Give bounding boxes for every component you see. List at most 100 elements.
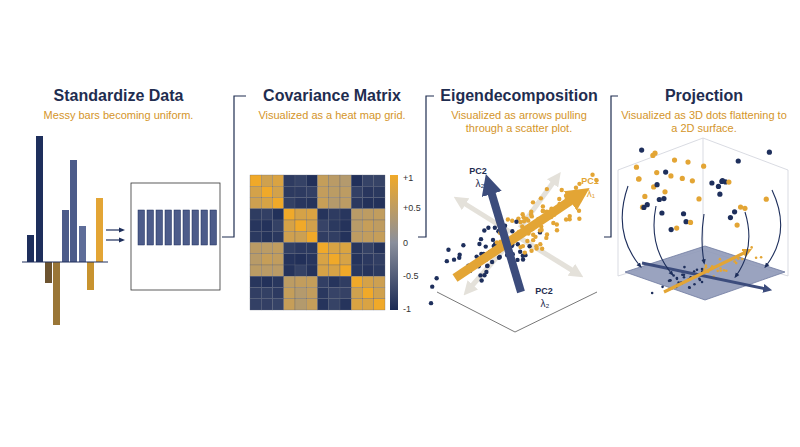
heat-cell <box>374 243 385 254</box>
point-dot <box>663 170 668 175</box>
scatter-dot <box>529 248 533 252</box>
heat-cell <box>273 198 284 209</box>
scale-tick: -1 <box>403 304 411 314</box>
point-dot <box>659 210 664 215</box>
heat-cell <box>363 220 374 231</box>
scatter-dot <box>544 236 548 240</box>
axis-box <box>618 138 788 276</box>
point-dot <box>709 180 714 185</box>
heat-cell <box>351 231 362 242</box>
plane-pc2-arrow <box>642 263 766 289</box>
heat-cell <box>340 220 351 231</box>
heat-cell <box>329 265 340 276</box>
scatter-dot <box>533 235 537 239</box>
axis-label: PC2 <box>535 286 553 296</box>
heat-cell <box>374 299 385 310</box>
scale-tick: -0.5 <box>403 271 419 281</box>
scatter-dot <box>493 226 497 230</box>
heat-cell <box>363 209 374 220</box>
heat-cell <box>318 220 329 231</box>
heat-cell <box>306 220 317 231</box>
point-dot <box>676 277 679 280</box>
bracket-connector <box>222 96 246 237</box>
point-dot <box>755 256 758 259</box>
heat-cell <box>363 265 374 276</box>
heat-cell <box>329 243 340 254</box>
scatter-dot <box>577 209 581 213</box>
color-bar <box>390 175 398 310</box>
heat-cell <box>250 231 261 242</box>
heat-cell <box>329 209 340 220</box>
point-dot <box>725 269 728 272</box>
point-dot <box>636 176 641 181</box>
scatter-dot <box>521 257 525 261</box>
point-dot <box>668 280 671 283</box>
scatter-dot <box>434 276 438 280</box>
pc2-arrow <box>490 188 521 292</box>
heat-cell <box>374 220 385 231</box>
point-dot <box>738 204 743 209</box>
heat-cell <box>351 186 362 197</box>
heat-cell <box>329 288 340 299</box>
heat-cell <box>318 299 329 310</box>
heat-cell <box>374 254 385 265</box>
point-dot <box>676 278 679 281</box>
scatter-dot <box>514 220 518 224</box>
heat-cell <box>351 198 362 209</box>
heat-cell <box>329 175 340 186</box>
scatter-dots <box>429 173 599 306</box>
scatter-dot <box>510 219 514 223</box>
heat-map-grid <box>250 175 385 310</box>
heat-cell <box>351 288 362 299</box>
heat-cell <box>306 254 317 265</box>
scatter-dot <box>555 222 559 226</box>
point-dot <box>716 184 721 189</box>
heat-cell <box>250 209 261 220</box>
scatter-dot <box>518 249 522 253</box>
heat-cell <box>340 209 351 220</box>
axis-label: PC1 <box>581 176 599 186</box>
heat-cell <box>250 186 261 197</box>
scatter-dot <box>479 237 483 241</box>
heat-cell <box>340 288 351 299</box>
heat-cell <box>306 198 317 209</box>
stage-title: Covariance Matrix <box>263 86 401 106</box>
heat-cell <box>318 231 329 242</box>
point-dot <box>642 194 647 199</box>
heat-cell <box>261 265 272 276</box>
point-dot <box>662 189 667 194</box>
axis-label: λ₂ <box>541 298 550 309</box>
heat-cell <box>374 198 385 209</box>
point-dot <box>726 179 731 184</box>
scatter-dot <box>491 238 495 242</box>
heat-cell <box>295 276 306 287</box>
scatter-dot <box>529 210 533 214</box>
scatter-dot <box>557 197 561 201</box>
flatten-arrows <box>622 186 781 276</box>
stage-panel: Covariance MatrixVisualized as a heat ma… <box>246 86 418 336</box>
stage-panel: EigendecompositionVisualized as arrows p… <box>434 86 604 336</box>
heat-cell <box>351 209 362 220</box>
heat-cell <box>318 198 329 209</box>
heat-cell <box>318 186 329 197</box>
point-dot <box>661 286 664 289</box>
heat-cell <box>284 186 295 197</box>
heat-cell <box>363 299 374 310</box>
scatter-dot <box>560 188 564 192</box>
heat-cell <box>306 175 317 186</box>
point-dot <box>688 220 693 225</box>
point-dot <box>701 164 706 169</box>
scatter-dot <box>485 264 489 268</box>
heat-cell <box>363 186 374 197</box>
point-dot <box>657 197 662 202</box>
heat-cell <box>261 231 272 242</box>
heat-cell <box>318 276 329 287</box>
stage-subtitle: Visualized as 3D dots flattening to a 2D… <box>618 109 790 135</box>
point-dot <box>732 209 737 214</box>
point-dot <box>650 153 655 158</box>
point-dot <box>690 178 695 183</box>
bracket-connector <box>418 96 434 237</box>
heat-cell <box>250 299 261 310</box>
point-dot <box>719 269 722 272</box>
